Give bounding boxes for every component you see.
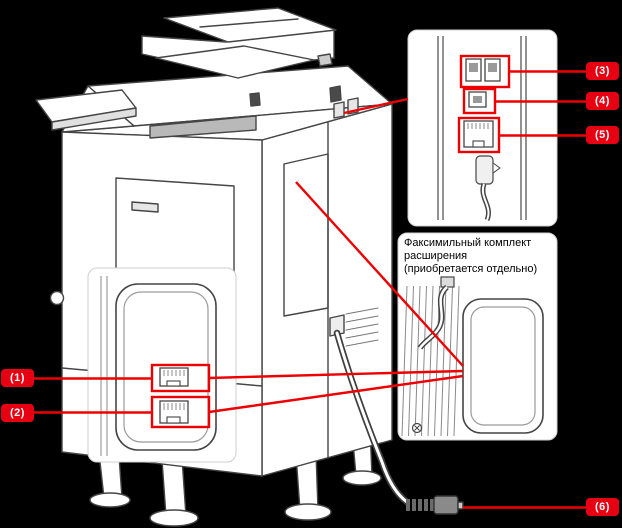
fax-kit-pointer-line-2 [208,369,464,380]
phone-jack-tel [159,400,189,424]
usb-ports [465,58,501,82]
document-feeder [141,7,342,107]
callout-badge-4: (4) [586,92,619,110]
callout-4-box [462,87,497,115]
fax-kit-pointer-line-1 [295,181,464,367]
callout-5-box [457,116,501,154]
callout-badge-1: (1) [1,369,34,387]
callout-badge-3: (3) [586,62,619,80]
control-panel [35,89,137,131]
fax-kit-note-line-2: расширения [404,250,468,262]
callout-badge-5: (5) [586,126,619,144]
fax-kit-cord [417,276,455,350]
fax-kit-unit [462,298,544,434]
fax-kit-note-line-1: Факсимильный комплект [404,237,532,249]
inset-rear-ports [407,29,558,227]
callout-badge-6: (6) [586,498,619,516]
power-plug [406,495,464,515]
fax-kit-note-line-3: (приобретается отдельно) [404,263,538,275]
inset-fax-kit [397,232,558,441]
fax-kit-pointer-line-3 [208,374,464,414]
rear-panel-details [49,97,379,459]
rear-ports-pointer-line [343,97,409,115]
callout-badge-2: (2) [1,404,34,422]
fax-kit-screw [411,422,423,434]
network-cable [475,155,501,221]
callout-3-box [459,54,511,89]
lan-port [463,120,494,148]
callout-lines [33,54,586,509]
usb-device-port [468,91,487,108]
fax-kit-note: Факсимильный комплект расширения (приобр… [404,237,554,276]
power-cord [333,329,411,506]
fax-kit-hatching [401,285,460,437]
phone-jack-line [159,367,189,387]
